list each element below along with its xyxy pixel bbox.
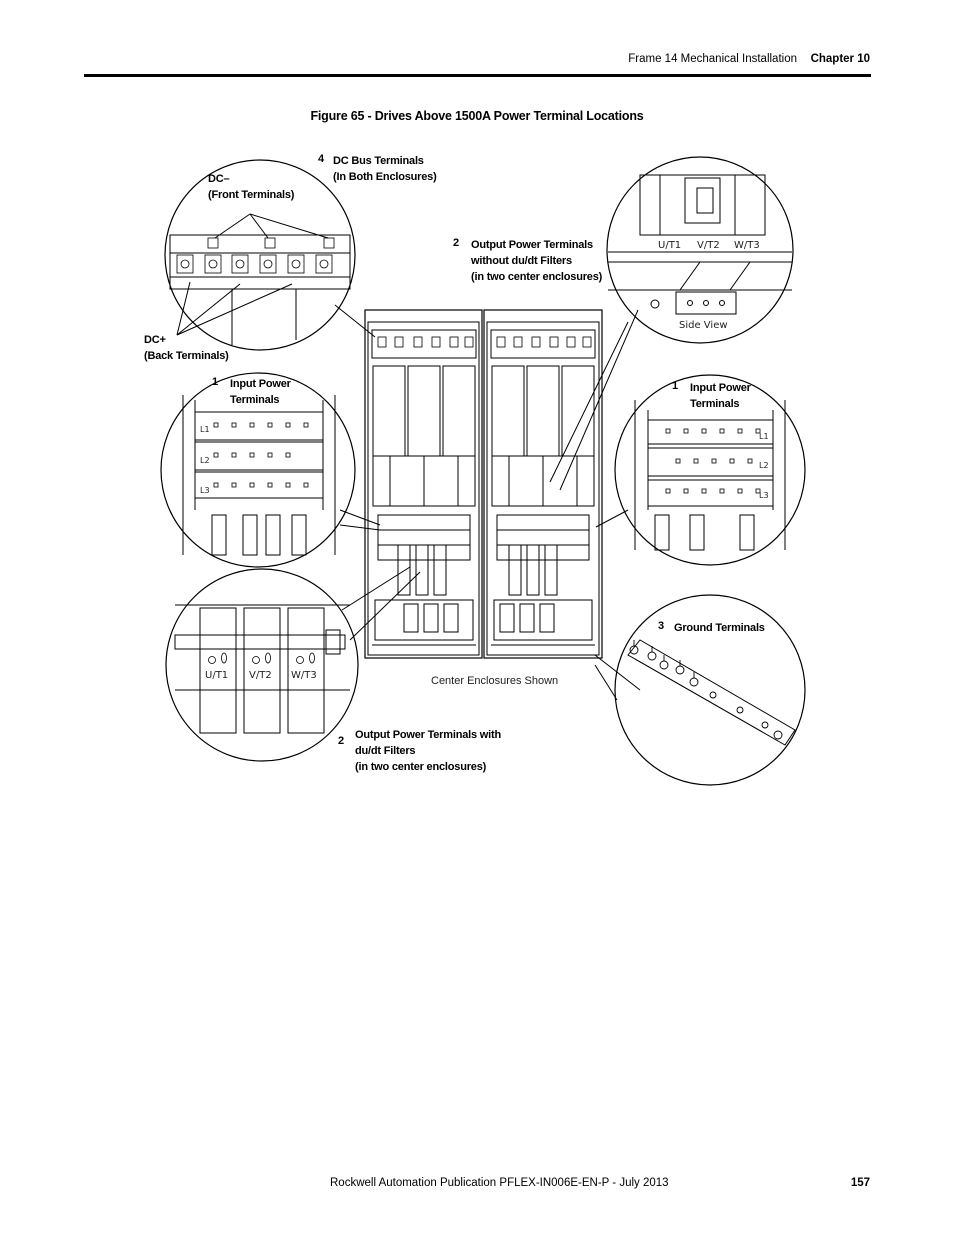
center-enclosures-caption: Center Enclosures Shown [431,675,559,687]
callout-dc-minus: DC– (Front Terminals) [208,173,295,201]
label-l2-right: L2 [759,461,769,470]
callout-2-number-top: 2 [453,237,460,249]
callout-output-without-dudt: Output Power Terminals without du/dt Fil… [471,239,603,283]
footer-publication: Rockwell Automation Publication PFLEX-IN… [330,1177,669,1189]
running-header-section: Frame 14 Mechanical Installation [628,53,797,65]
input-terminals-right-detail [614,374,806,566]
label-ut1-top: U/T1 [658,240,682,251]
center-enclosures [364,309,603,659]
dc-bus-detail [164,159,356,351]
label-vt2-top: V/T2 [697,240,720,251]
header-rule [84,74,871,77]
ground-terminals-detail [614,594,806,786]
running-header-chapter: Chapter 10 [810,53,870,65]
label-wt3-bottom: W/T3 [291,670,317,681]
label-wt3-top: W/T3 [734,240,760,251]
label-l3-left: L3 [200,486,210,495]
callout-1-number-right: 1 [672,380,679,392]
label-l1-left: L1 [200,425,210,434]
callout-input-power-left: Input Power Terminals [230,378,291,406]
input-terminals-left-detail [160,372,356,568]
label-vt2-bottom: V/T2 [249,670,272,681]
label-ut1-bottom: U/T1 [205,670,229,681]
page-number: 157 [850,1177,870,1189]
leader-lines [176,213,641,701]
callout-1-number-left: 1 [212,376,219,388]
callout-3-number: 3 [658,620,665,632]
callout-dc-plus: DC+ (Back Terminals) [144,334,229,362]
label-l1-right: L1 [759,432,769,441]
label-side-view: Side View [679,320,728,331]
output-with-dudt-detail [165,568,359,762]
callout-input-power-right: Input Power Terminals [690,382,751,410]
figure-title: Figure 65 - Drives Above 1500A Power Ter… [310,109,644,123]
callout-2-number-bottom: 2 [338,735,345,747]
label-l3-right: L3 [759,491,769,500]
callout-ground-terminals: Ground Terminals [674,622,765,634]
callout-4-number: 4 [318,153,325,165]
callout-dc-bus-terminals: DC Bus Terminals (In Both Enclosures) [333,155,437,183]
label-l2-left: L2 [200,456,210,465]
callout-output-with-dudt: Output Power Terminals with du/dt Filter… [355,729,501,773]
output-without-dudt-detail [606,156,794,344]
